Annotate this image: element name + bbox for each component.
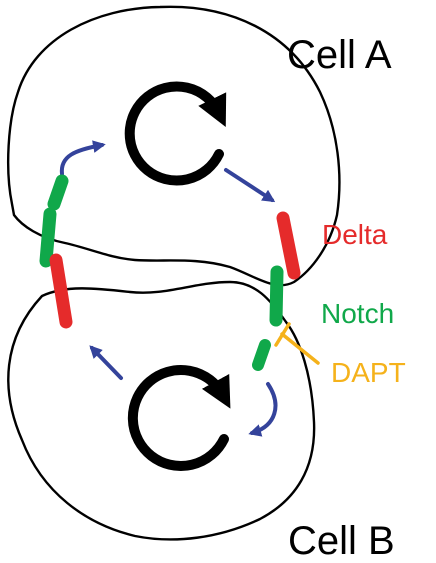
cell-b-notch-receptor	[269, 265, 284, 327]
cell-a-notch-fragment	[47, 174, 69, 211]
inhibition-bar-icon	[274, 322, 291, 347]
cell-b-cycle-icon	[127, 364, 231, 471]
notch-label: Notch	[321, 298, 394, 329]
delta-label: Delta	[322, 219, 388, 250]
cell-b-delta-ligand	[49, 253, 73, 329]
cell-a-cycle-to-delta-arrow-icon	[224, 168, 276, 203]
cell-b-notch-to-cycle-arrow-icon	[248, 382, 278, 437]
cell-a-notch-receptor	[39, 207, 57, 268]
cell-a-delta-ligand	[276, 211, 301, 280]
cell-a-cycle-icon	[124, 81, 227, 186]
dapt-inhibition-line	[280, 332, 320, 365]
cell-b-label: Cell B	[288, 519, 395, 563]
cell-a-label: Cell A	[287, 33, 392, 77]
cell-a-outline	[6, 5, 341, 287]
dapt-label: DAPT	[331, 357, 406, 388]
cell-b-outline	[7, 280, 316, 541]
cell-b-notch-fragment	[252, 339, 271, 371]
cell-b-cycle-to-delta-arrow-icon	[89, 345, 123, 380]
cell-a-notch-to-cycle-arrow-icon	[59, 140, 106, 176]
